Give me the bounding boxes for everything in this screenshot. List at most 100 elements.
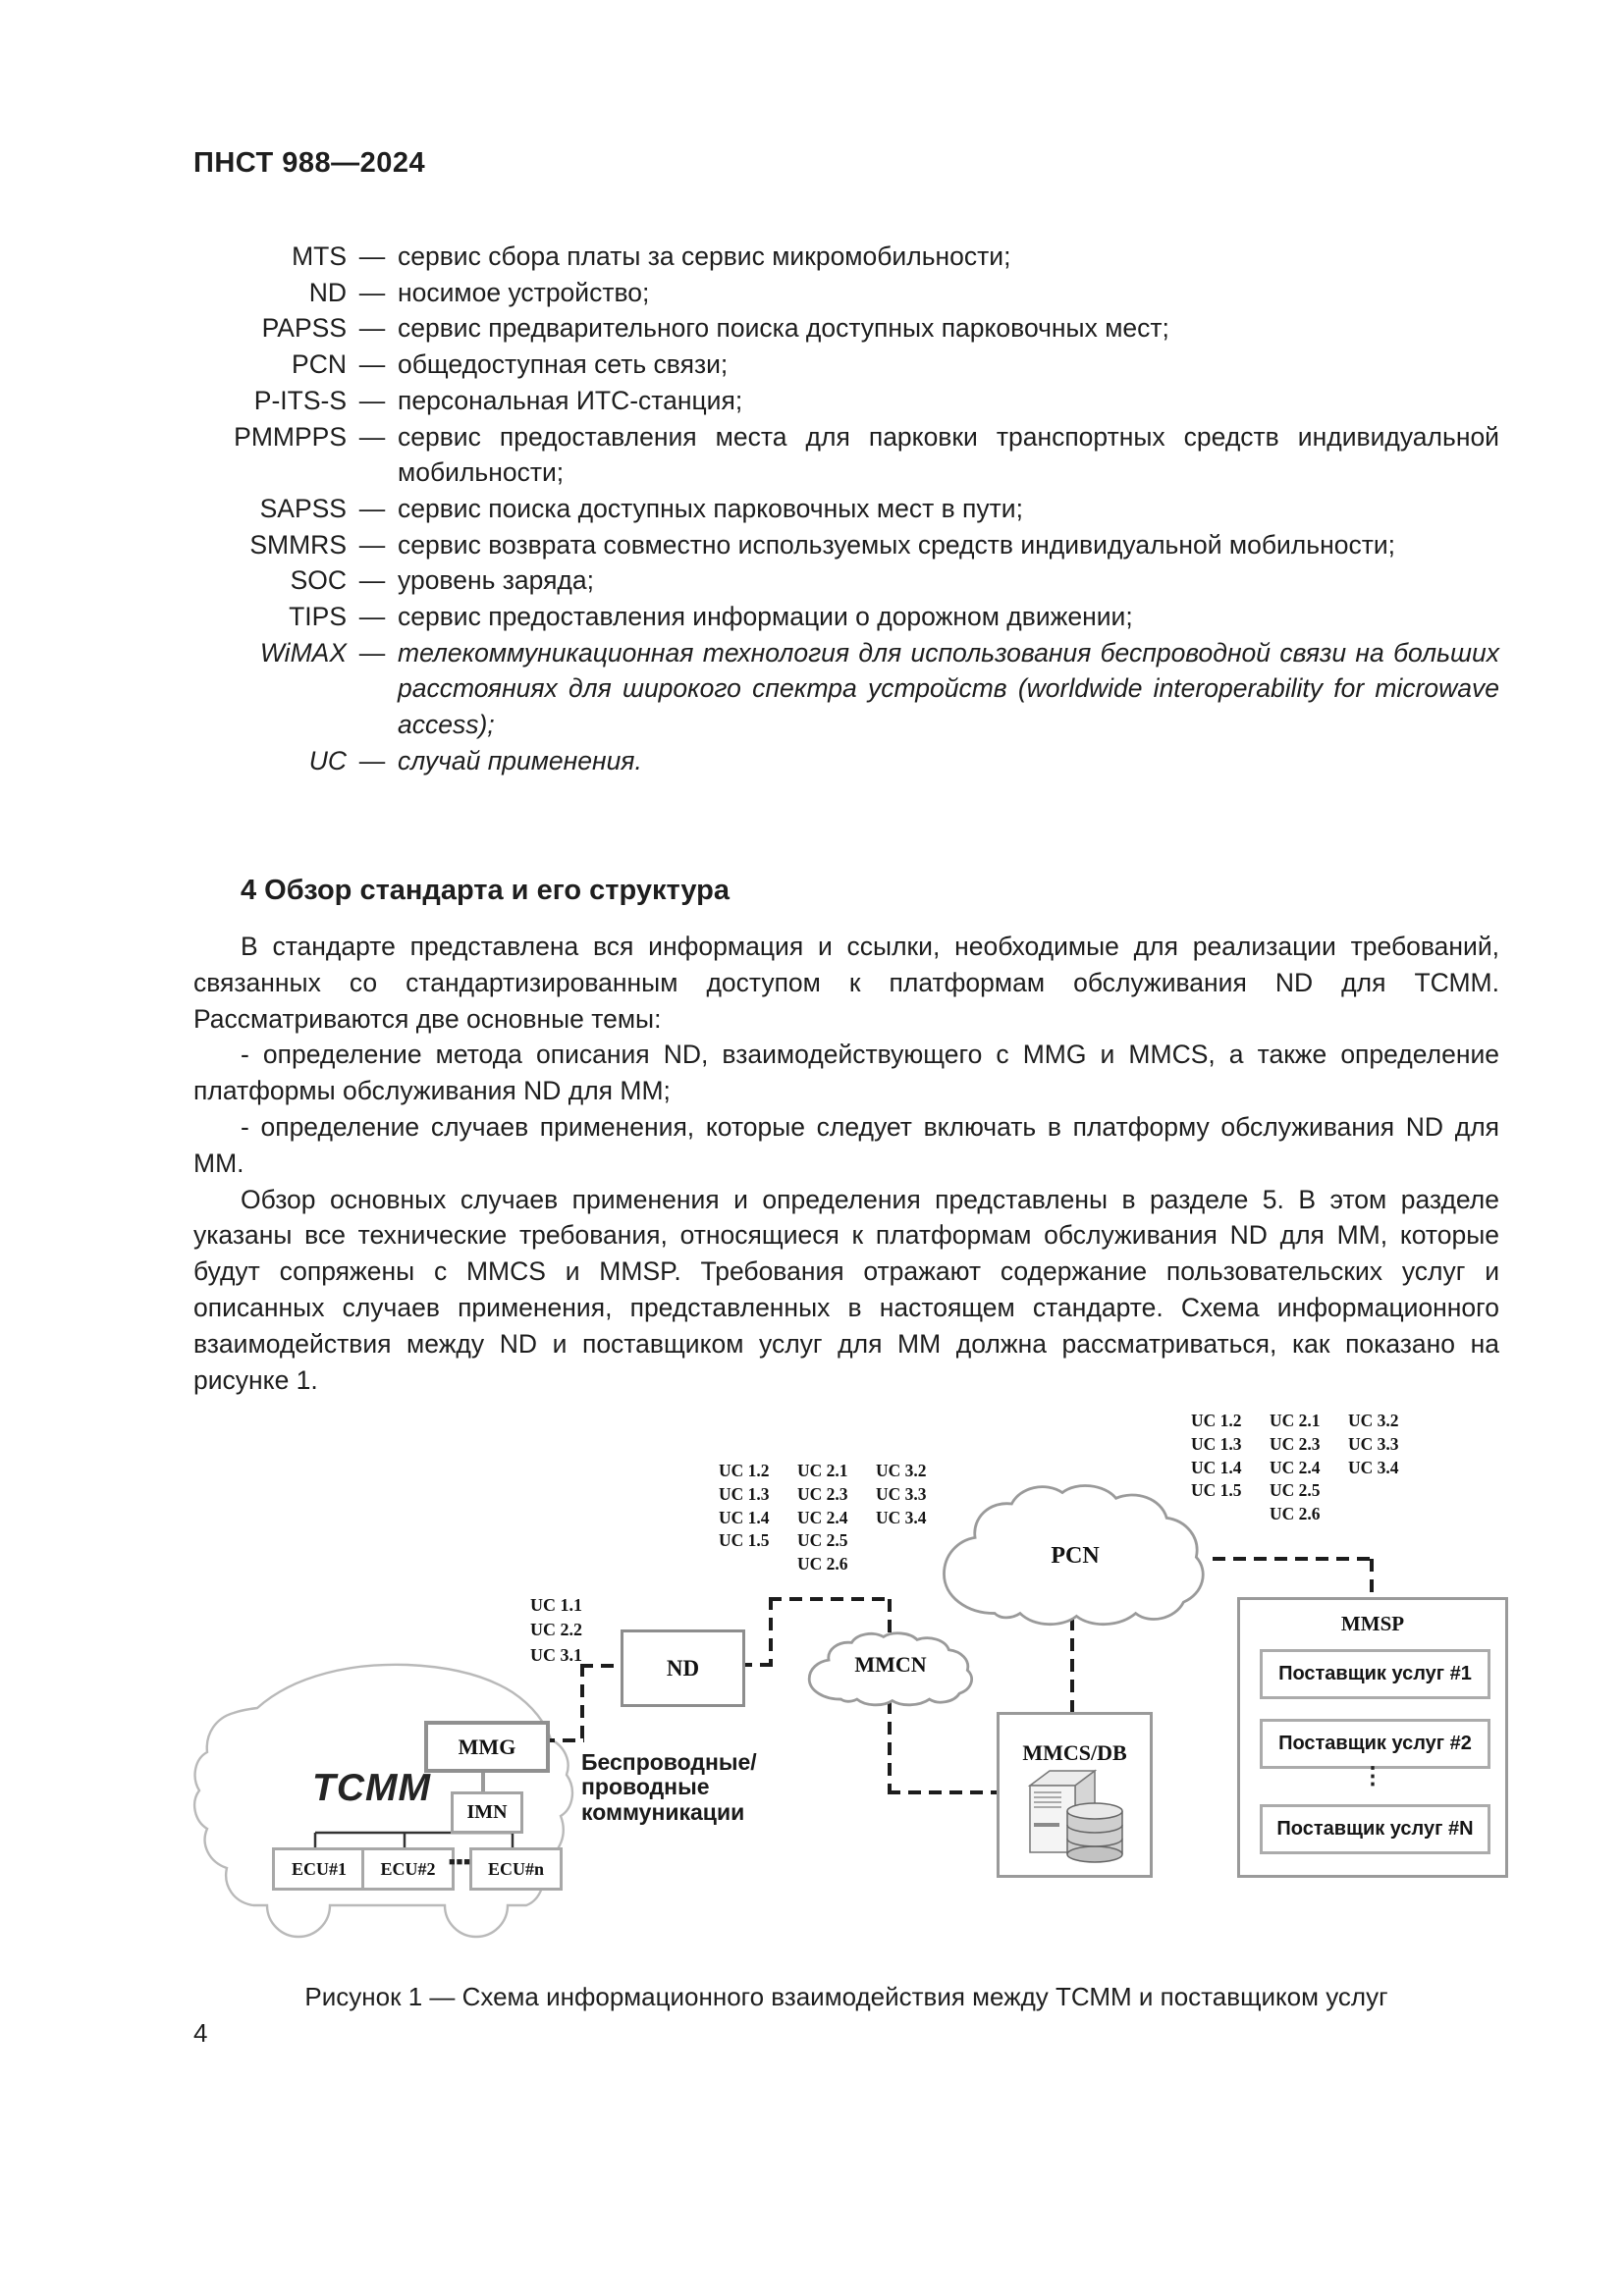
uc-label: UC 1.4 [719,1507,770,1527]
uc-label: UC 1.3 [1191,1433,1242,1454]
section-heading: 4 Обзор стандарта и его структура [241,875,730,906]
uc-label: UC 3.2 [1348,1411,1399,1430]
uc-label: UC 3.1 [530,1644,582,1665]
abbreviation-definition: сервис сбора платы за сервис микромобиль… [398,241,1011,271]
uc-label: UC 2.1 [797,1461,848,1480]
imn-node-box: IMN [451,1791,523,1834]
mmcs-db-label: MMCS/DB [1022,1740,1127,1765]
abbreviation-definition: телекоммуникационная технология для испо… [398,637,1499,740]
uc-label: UC 2.2 [530,1620,582,1640]
abbreviations-list: MTS—сервис сбора платы за сервис микромо… [193,239,1499,779]
abbreviation-entry: SOC — уровень заряда; [193,562,1499,599]
abbreviation-entry: SMMRS—сервис возврата совместно использу… [193,527,1499,563]
uc-label: UC 1.4 [1191,1457,1242,1477]
figure-caption: Рисунок 1 — Схема информационного взаимо… [304,1982,1388,2011]
abbreviation-entry: ND — носимое устройство; [193,275,1499,311]
abbreviation-definition: случай применения. [398,745,642,775]
uc-list-left-of-nd: UC 1.1 UC 2.2 UC 3.1 [530,1593,582,1668]
uc-label: UC 1.2 [1191,1411,1242,1430]
mmg-node-box: MMG [424,1721,550,1773]
abbreviation-definition: сервис предоставления информации о дорож… [398,602,1133,632]
uc-label: UC 1.5 [1191,1480,1242,1501]
mmsp-node-box: MMSP Поставщик услуг #1 Поставщик услуг … [1237,1597,1508,1878]
abbreviation-entry: PAPSS—сервис предварительного поиска дос… [193,310,1499,347]
abbreviation-dash: — [358,529,386,560]
nd-node-box: ND [621,1629,745,1707]
abbreviation-dash: — [358,493,386,523]
abbreviation-entry: WiMAX—телекоммуникационная технология дл… [193,635,1499,743]
abbreviation-definition: персональная ИТС-станция; [398,385,743,415]
uc-label: UC 2.6 [1270,1504,1321,1524]
pcn-cloud [944,1486,1203,1625]
abbreviation-term: P-ITS-S [253,385,347,415]
abbreviation-term: UC [308,745,347,775]
comm-label-line: Беспроводные/ [581,1749,757,1775]
uc-label: UC 2.3 [797,1483,848,1504]
abbreviation-term: PAPSS [261,313,347,344]
abbreviation-dash: — [358,241,386,271]
uc-label: UC 3.2 [876,1461,927,1480]
abbreviation-dash: — [358,277,386,307]
ecu-ellipsis: ■■■ [449,1856,471,1868]
abbreviation-term: ND [308,277,347,307]
abbreviation-term: SOC [290,565,347,596]
abbreviation-definition: уровень заряда; [398,565,594,596]
abbreviation-entry: UC — случай применения. [193,743,1499,779]
paragraph: - определение метода описания ND, взаимо… [193,1040,1499,1106]
comm-label-line: коммуникации [581,1798,745,1825]
abbreviation-definition: носимое устройство; [398,277,650,307]
uc-column: UC 1.2 UC 1.3 UC 1.4 UC 1.5 [1191,1410,1257,1526]
abbreviation-dash: — [358,637,386,667]
service-provider-2-box: Поставщик услуг #2 [1260,1719,1490,1769]
abbreviation-definition: общедоступная сеть связи; [398,349,729,380]
abbreviation-dash: — [358,421,386,452]
uc-label: UC 2.5 [1270,1480,1321,1501]
uc-label: UC 2.5 [797,1530,848,1551]
uc-label: UC 2.6 [797,1554,848,1575]
ecu-n-box: ECU#n [469,1847,563,1891]
abbreviation-definition: сервис возврата совместно используемых с… [398,529,1396,560]
abbreviation-definition: сервис поиска доступных парковочных мест… [398,493,1023,523]
abbreviation-entry: MTS—сервис сбора платы за сервис микромо… [193,239,1499,275]
uc-label: UC 1.1 [530,1595,582,1615]
paragraph: - определение случаев применения, которы… [193,1111,1499,1178]
page-number: 4 [193,2018,208,2048]
abbreviation-term: PCN [292,349,347,380]
abbreviation-definition: сервис предоставления места для парковки… [398,421,1499,488]
mmcn-cloud-label: MMCN [854,1652,927,1677]
abbreviation-dash: — [358,385,386,415]
abbreviation-entry: P-ITS-S — персональная ИТС-станция; [193,383,1499,419]
abbreviation-term: PMMPPS [234,421,347,452]
service-provider-1-box: Поставщик услуг #1 [1260,1649,1490,1699]
uc-label: UC 1.2 [719,1461,770,1480]
mmcn-cloud [809,1633,971,1705]
providers-ellipsis: ⋮ [1361,1763,1384,1789]
uc-label: UC 3.4 [1348,1457,1399,1477]
abbreviation-dash: — [358,602,386,632]
abbreviation-dash: — [358,565,386,596]
abbreviation-entry: SAPSS—сервис поиска доступных парковочны… [193,491,1499,527]
paragraph: В стандарте представлена вся информация … [193,932,1499,1034]
document-code-header: ПНСТ 988—2024 [193,147,426,179]
uc-label: UC 2.4 [1270,1457,1321,1477]
tcmm-vehicle-label: ТСММ [312,1767,431,1809]
section-paragraphs: В стандарте представлена вся информация … [193,929,1499,1398]
abbreviation-term: TIPS [289,602,347,632]
uc-label: UC 1.3 [719,1483,770,1504]
ecu-1-box: ECU#1 [272,1847,366,1891]
uc-label: UC 2.1 [1270,1411,1321,1430]
uc-label: UC 3.3 [1348,1433,1399,1454]
abbreviation-dash: — [358,745,386,775]
ecu-2-box: ECU#2 [361,1847,455,1891]
server-database-icon [1027,1769,1123,1863]
dashed-links [542,1557,1374,1794]
uc-label: UC 3.3 [876,1483,927,1504]
uc-column: UC 3.2 UC 3.3 UC 3.4 [1348,1410,1414,1526]
